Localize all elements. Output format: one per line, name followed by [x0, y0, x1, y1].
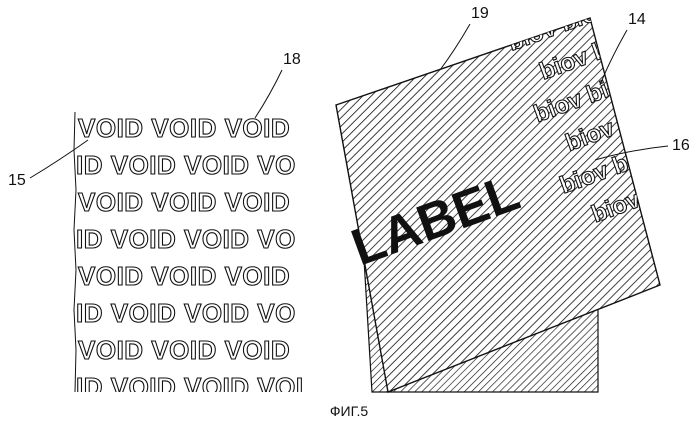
ref-19: 19: [471, 5, 489, 22]
void-row: ID VOID VOID VO: [76, 224, 296, 254]
rotated-void-row: void void void: [510, 0, 671, 14]
leader-18: [255, 70, 282, 118]
ref-16: 16: [672, 137, 690, 154]
void-row: VOID VOID VOID: [78, 113, 290, 143]
void-row: ID VOID VOID VOI: [76, 372, 304, 402]
void-row: ID VOID VOID VO: [76, 150, 296, 180]
void-row: VOID VOID VOID: [78, 261, 290, 291]
void-row: ID VOID VOID VO: [76, 298, 296, 328]
ref-18: 18: [283, 51, 301, 68]
void-row: VOID VOID VOID: [78, 187, 290, 217]
figure-caption: ФИГ.5: [330, 403, 368, 419]
void-row: VOID VOID VOID: [78, 335, 290, 365]
void-pattern-panel: VOID VOID VOID ID VOID VOID VO VOID VOID V…: [74, 112, 374, 402]
ref-14: 14: [628, 11, 646, 28]
ref-15: 15: [8, 172, 26, 189]
